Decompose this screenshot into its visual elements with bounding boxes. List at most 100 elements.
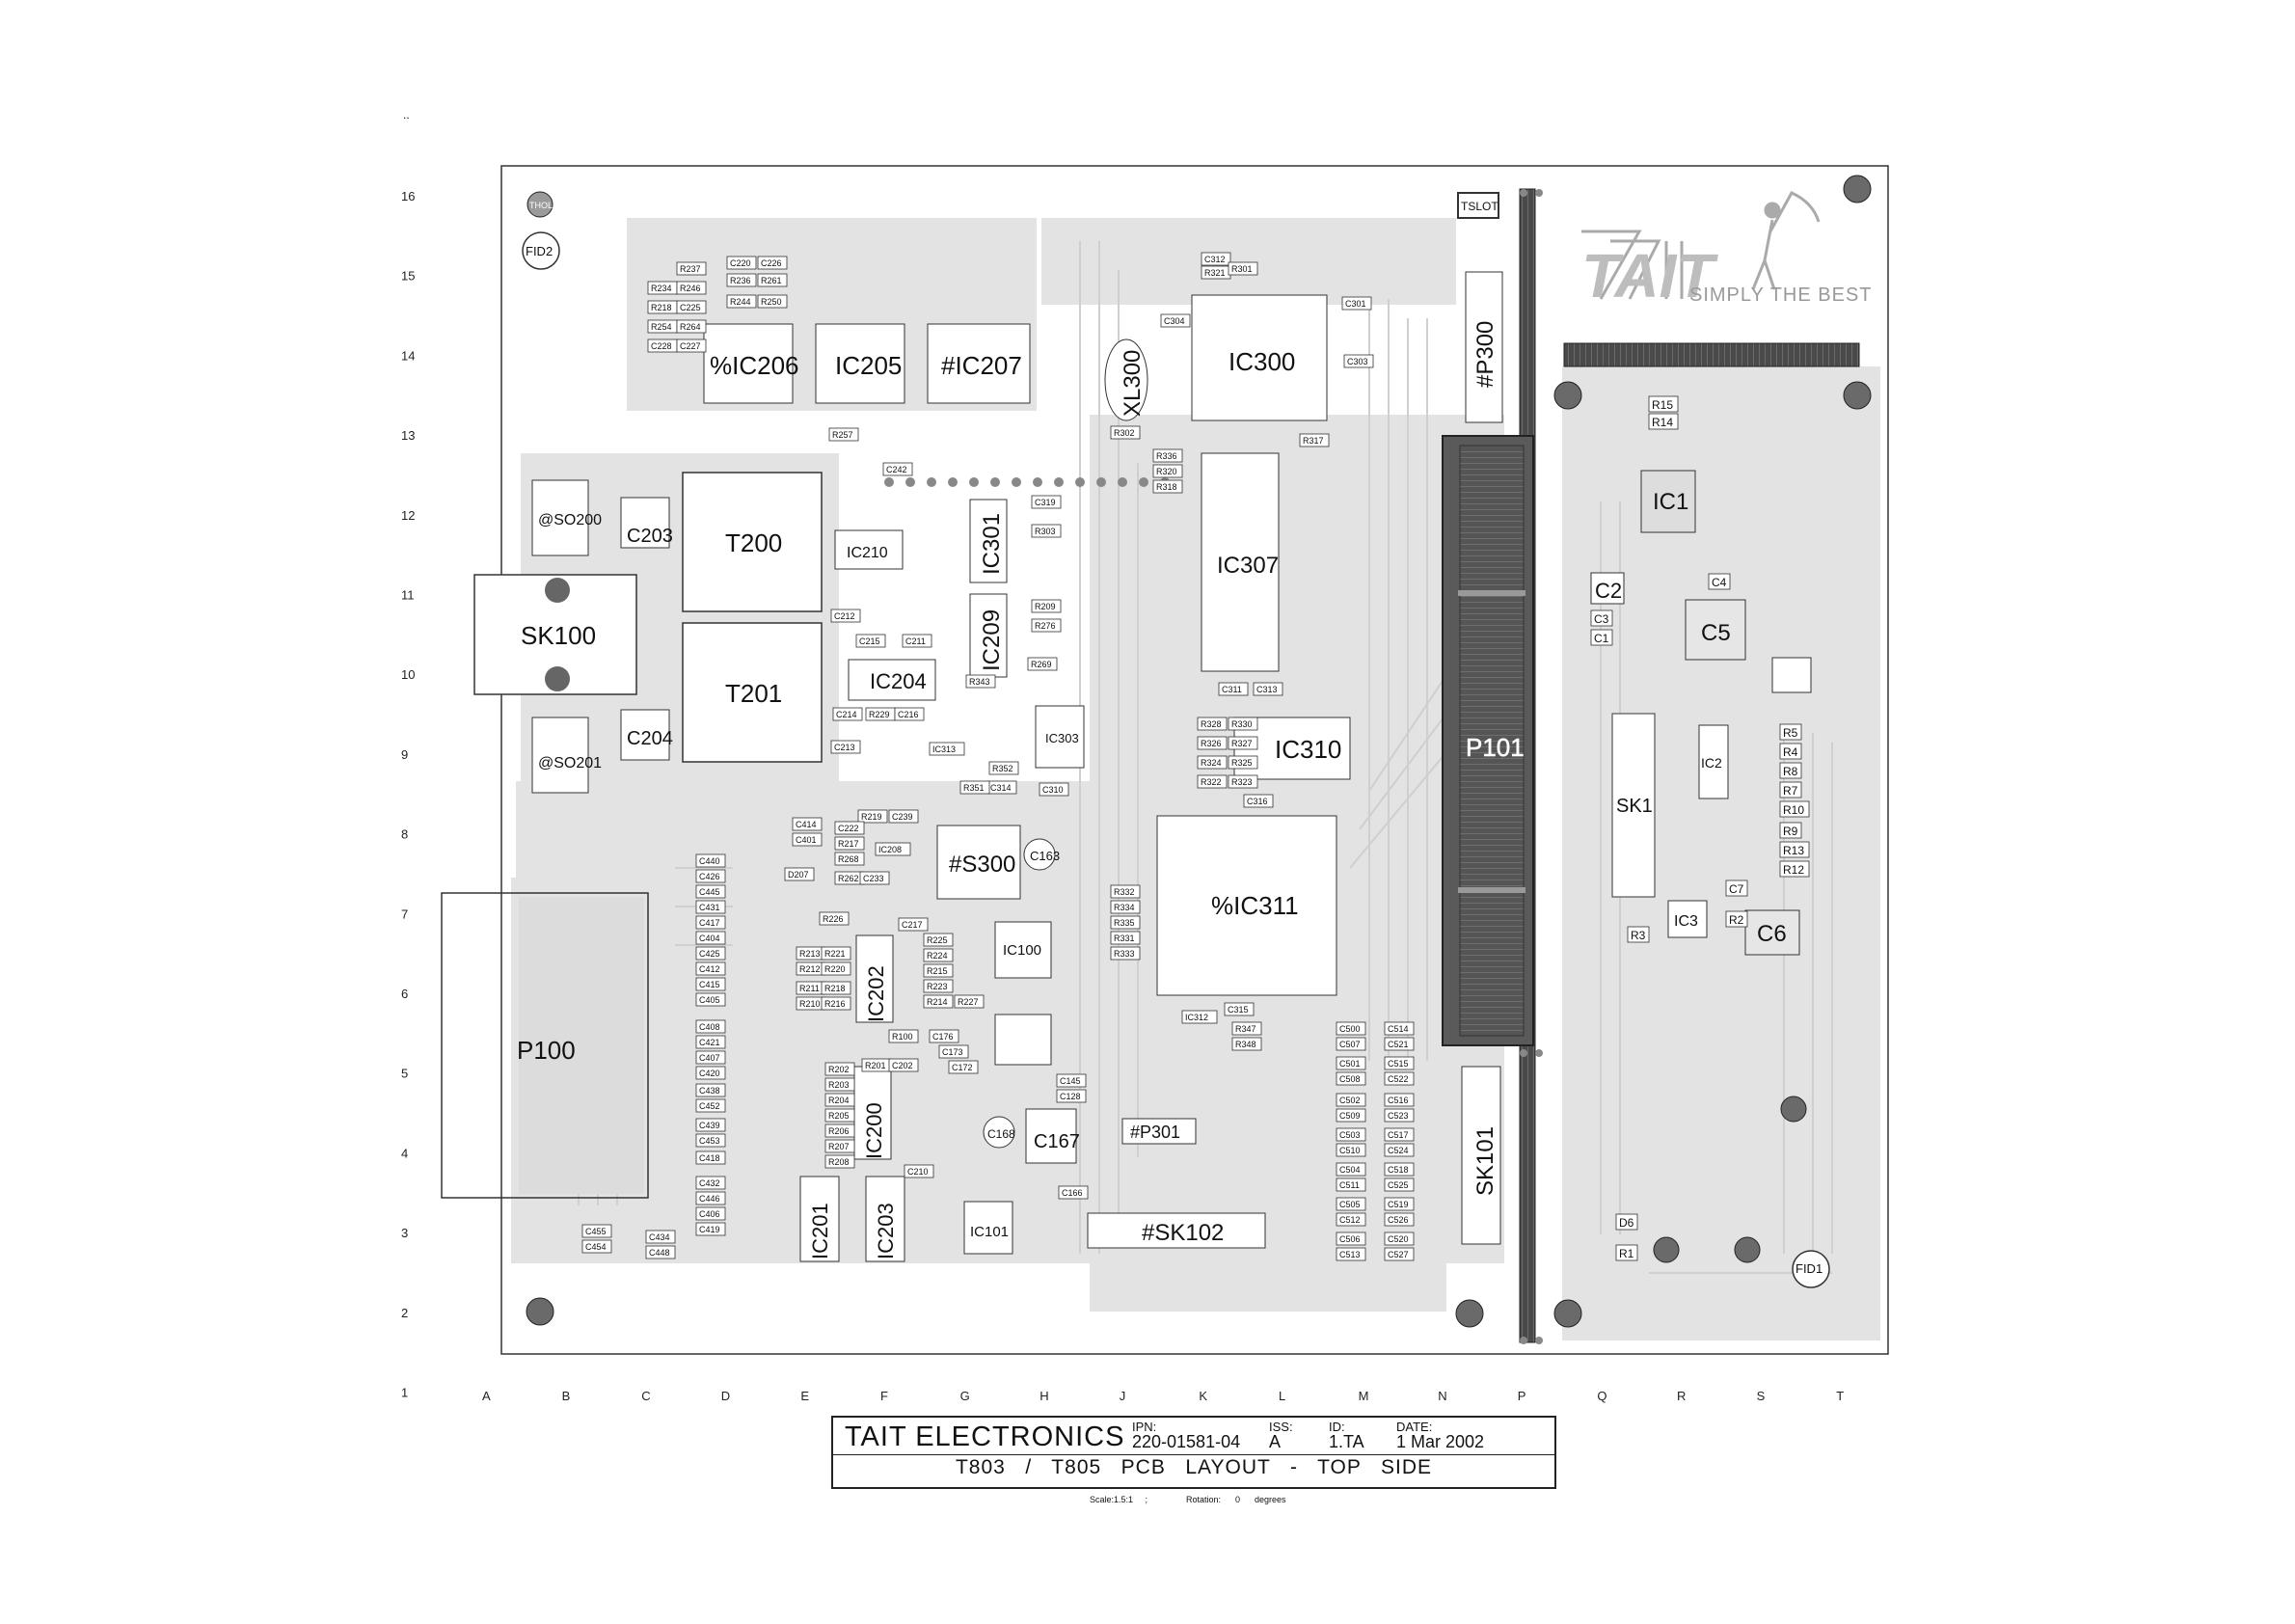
- component-label-c210: C210: [907, 1167, 929, 1177]
- grid-row-1: 1: [401, 1386, 408, 1400]
- component-label-c242: C242: [886, 465, 907, 474]
- label-ic101: IC101: [970, 1224, 1009, 1240]
- component-label-r227: R227: [958, 997, 979, 1007]
- component-box-r1: [1615, 1244, 1638, 1261]
- grid-row-5: 5: [401, 1067, 408, 1081]
- component-label-c128: C128: [1060, 1092, 1081, 1101]
- component-box-c440: [695, 853, 726, 868]
- component-box-c511: [1336, 1177, 1366, 1192]
- grid-row-10: 10: [401, 667, 415, 682]
- component-label-r264: R264: [680, 322, 701, 332]
- grid-row-2: 2: [401, 1306, 408, 1320]
- component-box-c525: [1384, 1177, 1415, 1192]
- label-c6: C6: [1757, 921, 1787, 947]
- component-label-c406: C406: [699, 1209, 720, 1219]
- component-box-r343: [965, 674, 996, 689]
- component-box-ic312: [1181, 1010, 1218, 1024]
- label-c2: C2: [1595, 579, 1622, 603]
- component-label-c214: C214: [836, 710, 857, 719]
- component-box-r351: [959, 780, 990, 795]
- component-label-c525: C525: [1388, 1180, 1409, 1190]
- component-box-r334: [1110, 900, 1141, 914]
- component-label-r262: R262: [838, 874, 859, 883]
- title-block-title: T803 / T805 PCB LAYOUT - TOP SIDE: [955, 1456, 1432, 1478]
- component-label-r212: R212: [799, 964, 821, 974]
- label-tslot: TSLOT: [1461, 200, 1498, 213]
- component-box-r268: [834, 852, 865, 866]
- grid-col-D: D: [721, 1389, 730, 1403]
- component-box-r226: [819, 911, 850, 926]
- component-label-r301: R301: [1231, 264, 1253, 274]
- component-label-c239: C239: [892, 812, 913, 822]
- iss-label: ISS:: [1269, 1420, 1293, 1434]
- grid-col-Q: Q: [1597, 1389, 1606, 1403]
- component-label-c516: C516: [1388, 1096, 1409, 1105]
- component-label-c1: C1: [1594, 632, 1609, 645]
- component-box-c226: [757, 256, 788, 270]
- connector-p100-outline: [441, 892, 649, 1199]
- component-box-c455: [581, 1224, 612, 1238]
- component-box-c301: [1341, 296, 1372, 311]
- component-label-r320: R320: [1156, 467, 1177, 476]
- component-label-r343: R343: [969, 677, 990, 687]
- component-label-c7: C7: [1729, 882, 1744, 896]
- component-label-c213: C213: [834, 743, 855, 752]
- component-label-c304: C304: [1164, 316, 1185, 326]
- component-box-r10: [1779, 800, 1810, 818]
- component-box-r12: [1779, 860, 1810, 878]
- component-box-c213: [830, 740, 861, 754]
- component-label-c166: C166: [1062, 1188, 1083, 1198]
- rotation-text: Rotation: 0 degrees: [1186, 1495, 1286, 1504]
- component-box-r320: [1152, 464, 1183, 478]
- component-label-c311: C311: [1222, 685, 1242, 694]
- component-box-c431: [695, 900, 726, 914]
- component-label-c511: C511: [1339, 1180, 1360, 1190]
- component-box-r269: [1027, 657, 1058, 671]
- label-ic307: IC307: [1217, 553, 1279, 579]
- component-label-c4: C4: [1712, 576, 1727, 589]
- grid-col-A: A: [482, 1389, 491, 1403]
- component-label-c504: C504: [1339, 1165, 1361, 1175]
- component-label-c512: C512: [1339, 1215, 1361, 1225]
- label-ic201: IC201: [808, 1203, 832, 1259]
- component-label-c438: C438: [699, 1086, 720, 1096]
- component-label-r261: R261: [761, 276, 782, 285]
- component-box-r333: [1110, 946, 1141, 961]
- component-box-r221: [821, 946, 851, 961]
- component-box-r206: [824, 1123, 855, 1138]
- component-label-c520: C520: [1388, 1234, 1409, 1244]
- label-ic204: IC204: [870, 669, 927, 693]
- component-label-c455: C455: [585, 1227, 607, 1236]
- component-label-d207: D207: [788, 870, 809, 880]
- component-box-r236: [726, 273, 757, 287]
- label-ic203: IC203: [874, 1203, 898, 1259]
- label-c168: C168: [987, 1127, 1015, 1141]
- component-small-labels: C4C3C1R15R14R5R4R8R7R10R9R13R12C7R2R3D6R…: [581, 252, 1810, 1261]
- grid-col-H: H: [1040, 1389, 1048, 1403]
- component-label-c522: C522: [1388, 1074, 1409, 1084]
- id-label: ID:: [1329, 1420, 1345, 1434]
- component-label-r219: R219: [861, 812, 882, 822]
- grid-row-3: 3: [401, 1226, 408, 1240]
- grid-col-E: E: [800, 1389, 809, 1403]
- component-label-r10: R10: [1783, 803, 1804, 817]
- component-box-c222: [834, 821, 865, 835]
- component-label-r226: R226: [823, 914, 844, 924]
- component-label-c432: C432: [699, 1178, 720, 1188]
- component-label-r276: R276: [1035, 621, 1056, 631]
- component-box-c128: [1056, 1089, 1087, 1103]
- component-box-r332: [1110, 884, 1141, 899]
- component-box-r301: [1228, 261, 1258, 276]
- component-box-c521: [1384, 1037, 1415, 1051]
- grid-col-P: P: [1518, 1389, 1526, 1403]
- component-box-c215: [855, 634, 886, 648]
- component-label-r303: R303: [1035, 527, 1056, 536]
- component-label-c316: C316: [1247, 797, 1268, 806]
- component-label-c518: C518: [1388, 1165, 1409, 1175]
- component-box-r216: [821, 996, 851, 1011]
- component-box-c212: [830, 609, 861, 623]
- component-label-r323: R323: [1231, 777, 1253, 787]
- label-fid2: FID2: [526, 244, 553, 258]
